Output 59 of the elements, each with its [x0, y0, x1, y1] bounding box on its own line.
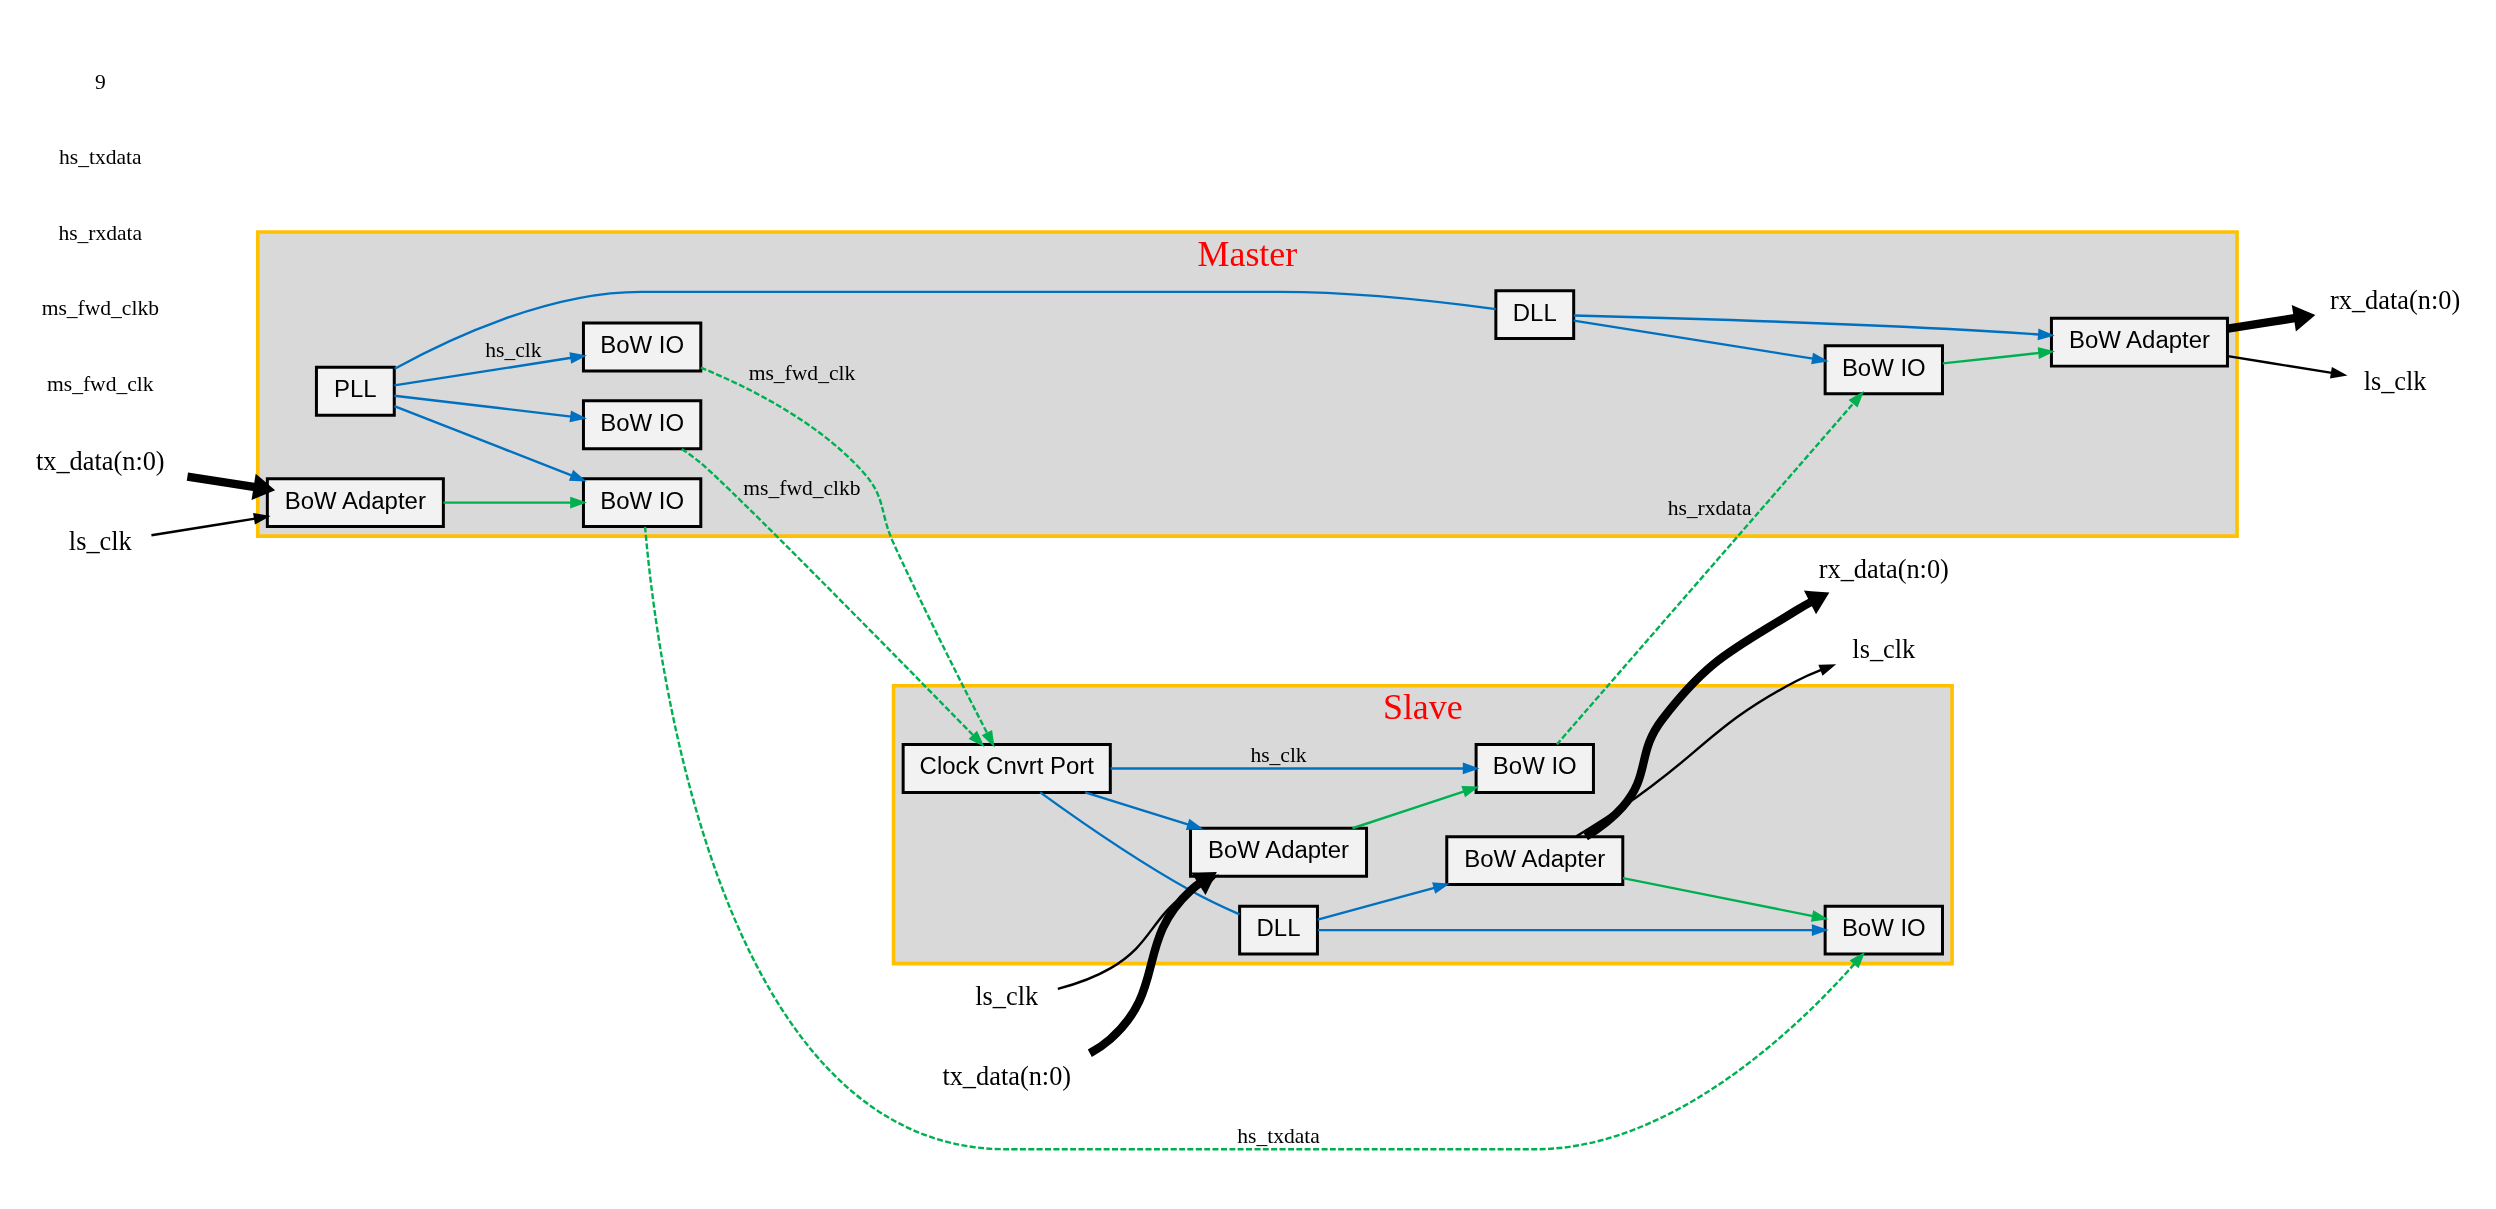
arrow: [1942, 346, 2055, 365]
arrow: [393, 404, 587, 481]
node-box: BoW IO: [581, 476, 703, 528]
arrow: [1573, 318, 1829, 364]
arrow: [186, 471, 276, 500]
node-box: BoW Adapter: [1189, 826, 1369, 878]
arrow: [700, 365, 995, 748]
edge-label: hs_txdata: [1237, 1123, 1320, 1148]
arrow: [1110, 762, 1480, 774]
node-box: DLL: [1494, 288, 1576, 340]
label: hs_txdata: [59, 144, 142, 169]
edge-label: hs_clk: [485, 337, 542, 362]
arrow: [394, 351, 587, 387]
arrow: [1084, 790, 1204, 830]
node-box: BoW IO: [1474, 742, 1595, 794]
node-box: BoW Adapter: [2049, 316, 2229, 368]
node-text: ls_clk: [2363, 366, 2427, 396]
arrow: [2227, 304, 2316, 333]
arrow: [443, 496, 587, 508]
arrow: [1583, 590, 1830, 840]
node-box: BoW IO: [1823, 343, 1944, 395]
node-text: rx_data(n:0): [2330, 285, 2461, 315]
arrow: [151, 512, 271, 536]
label: ms_fwd_clk: [47, 371, 154, 396]
arrow: [1317, 923, 1829, 936]
arrow: [1087, 871, 1217, 1057]
edge-label: hs_clk: [1250, 742, 1307, 767]
arrow: [1352, 785, 1480, 829]
node-box: BoW Adapter: [1445, 834, 1625, 886]
label: hs_rxdata: [58, 220, 143, 245]
arrow: [643, 526, 1866, 1150]
node-text: tx_data(n:0): [942, 1061, 1072, 1091]
label: ms_fwd_clkb: [41, 295, 159, 320]
arrow: [1555, 390, 1865, 745]
node-box: DLL: [1238, 904, 1319, 956]
arrow: [1317, 881, 1450, 921]
node-box: PLL: [314, 365, 396, 417]
arrow: [2227, 354, 2348, 379]
node-text: ls_clk: [1852, 634, 1916, 664]
node-box: BoW IO: [581, 398, 703, 450]
arrow: [681, 447, 985, 747]
arrow: [1622, 876, 1829, 922]
node-text: ls_clk: [975, 981, 1039, 1011]
arrow: [1573, 313, 2055, 340]
edge-label: hs_rxdata: [1667, 495, 1752, 520]
node-text: ls_clk: [68, 526, 132, 556]
arrow: [394, 394, 587, 422]
arrow: [1575, 663, 1837, 838]
edge-label: ms_fwd_clk: [748, 360, 856, 385]
node-box: Clock Cnvrt Port: [901, 742, 1112, 794]
node-box: BoW IO: [581, 321, 703, 372]
node-box: BoW IO: [1823, 904, 1944, 956]
edge-label: ms_fwd_clkb: [743, 475, 861, 500]
node-text: rx_data(n:0): [1818, 554, 1949, 584]
connector: [1039, 790, 1240, 916]
node-box: BoW Adapter: [265, 476, 445, 528]
arrow: [1057, 874, 1219, 990]
node-text: tx_data(n:0): [35, 446, 165, 476]
label: 9: [94, 69, 106, 94]
